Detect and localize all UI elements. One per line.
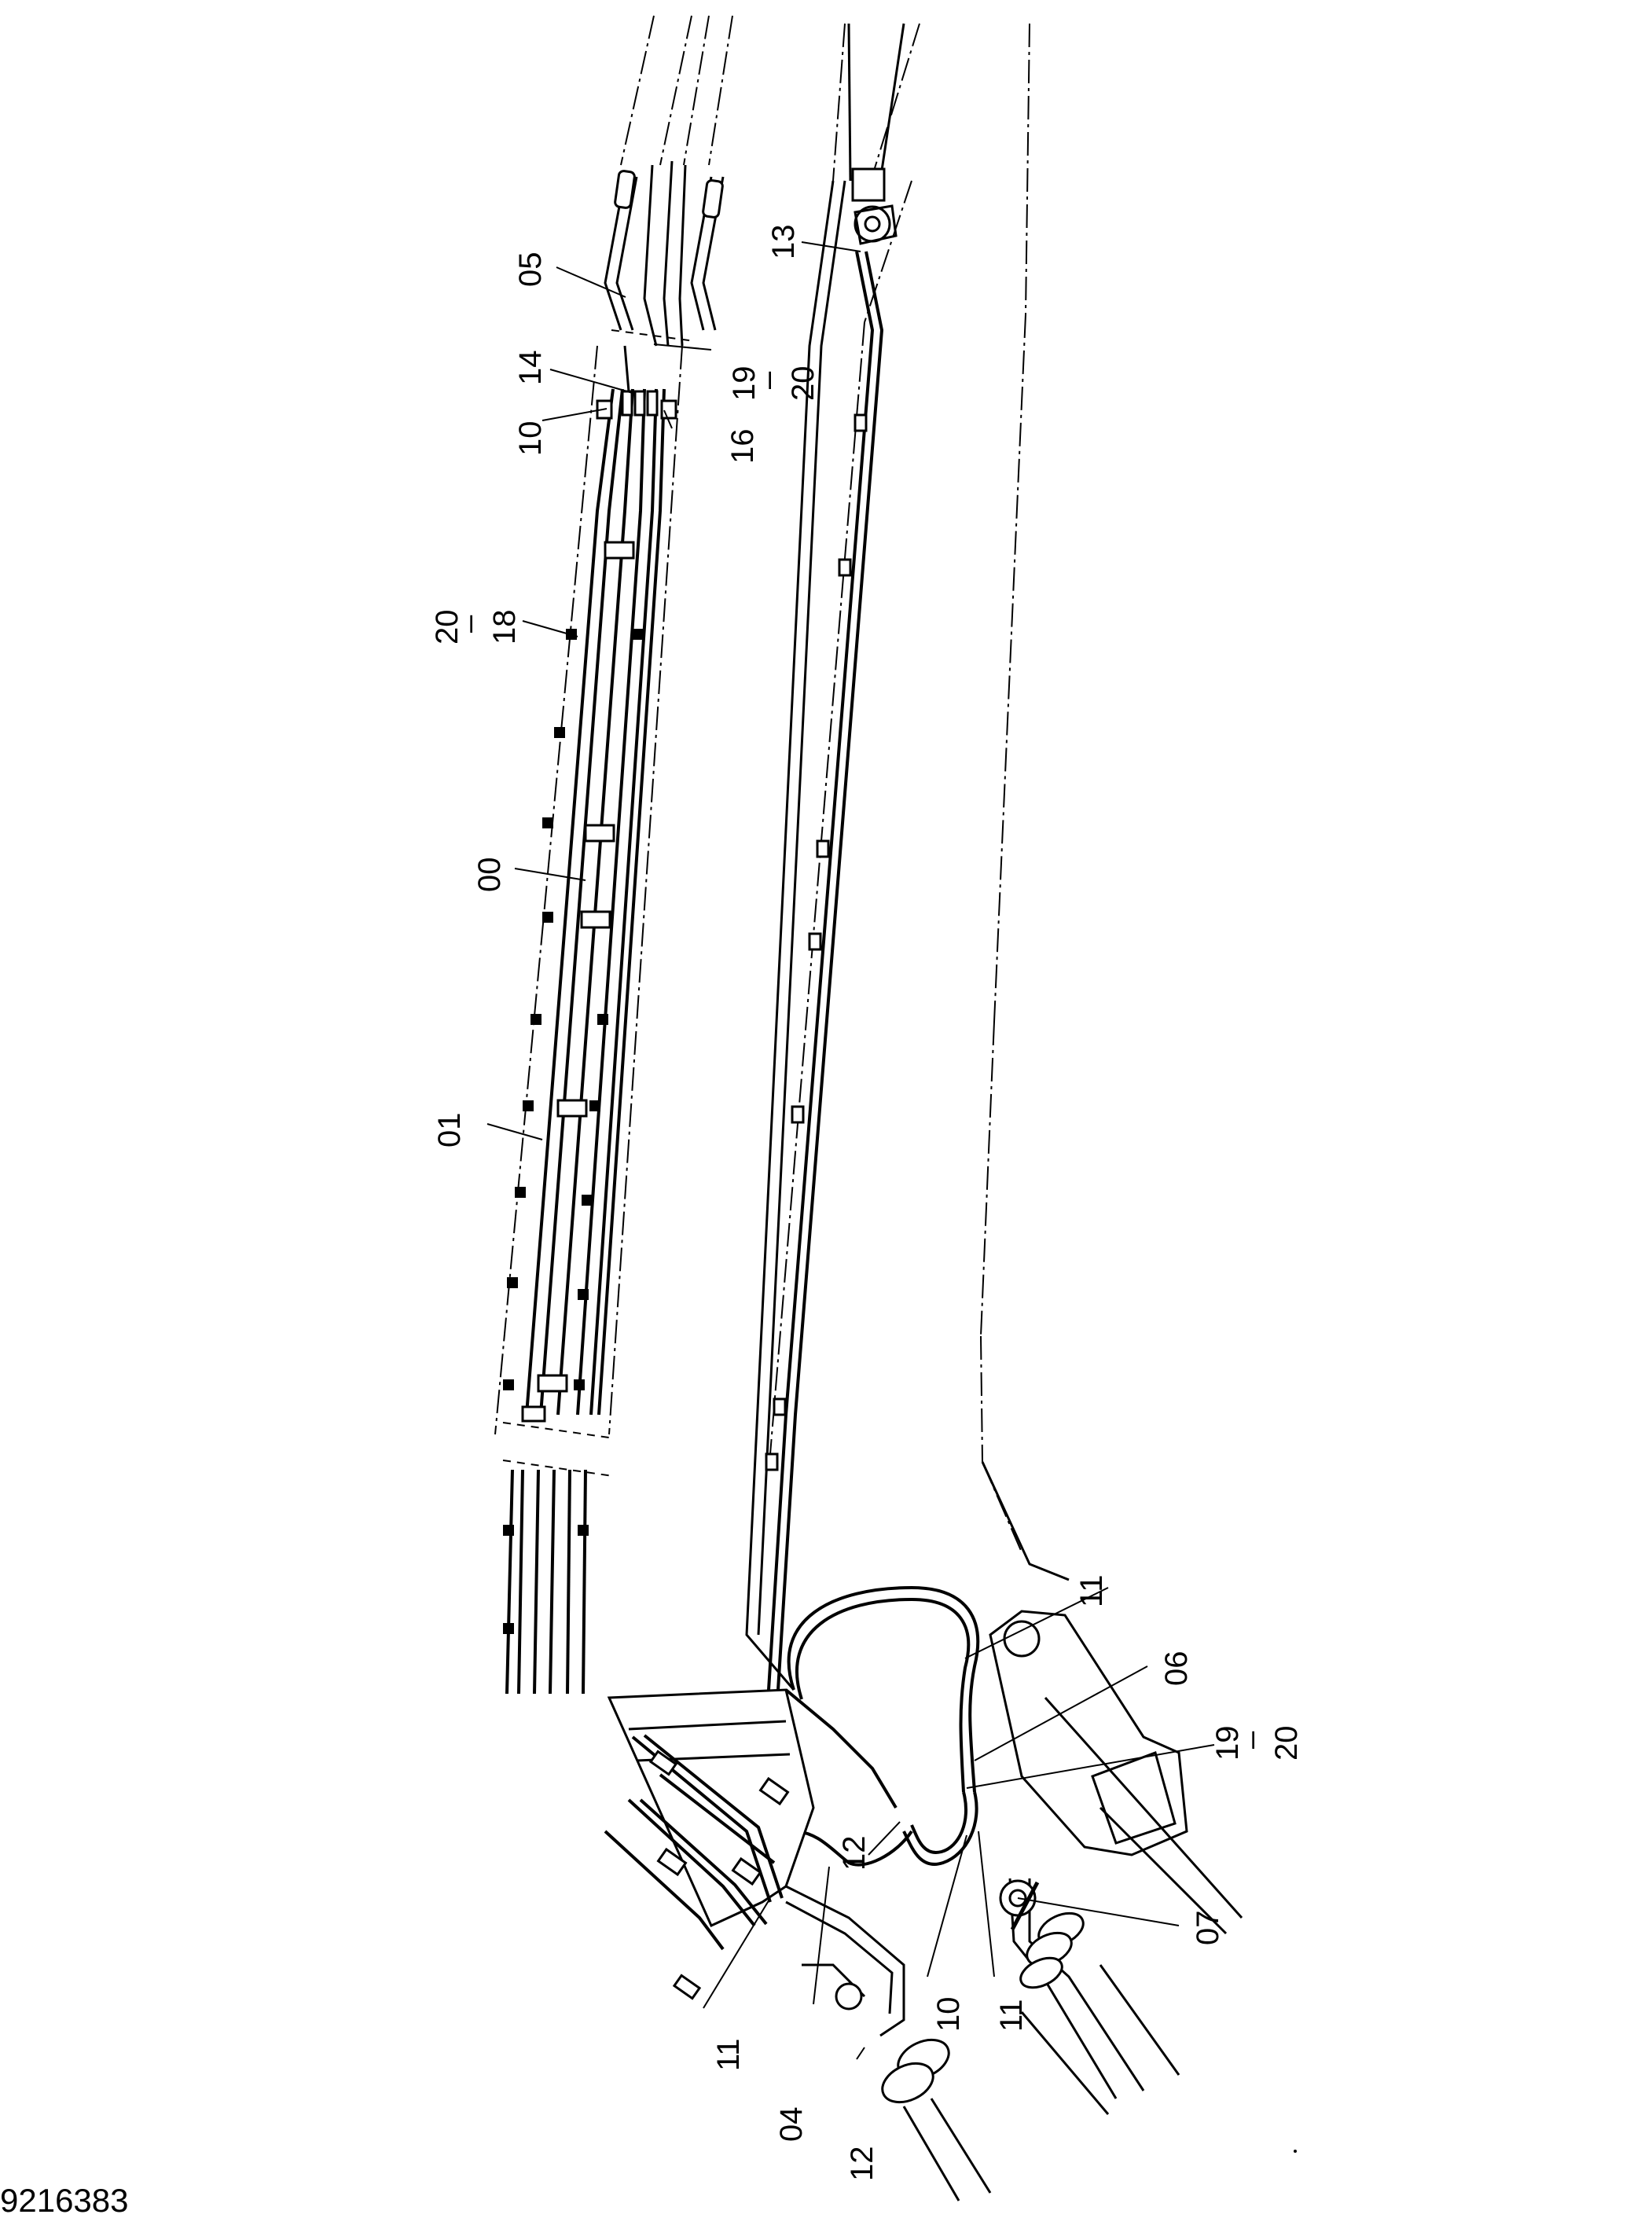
callout-07: 07: [1191, 1911, 1225, 1946]
main-boom-pipe: [767, 251, 884, 1691]
upper-bundle-clamps: [503, 629, 644, 1634]
callout-05: 05: [513, 252, 548, 288]
callout-12-upper: 12: [837, 1836, 872, 1871]
callout-06: 06: [1159, 1651, 1194, 1687]
leader-lines: [486, 241, 1215, 2060]
callout-20-lower: 20: [1269, 1726, 1304, 1761]
callout-18: 18: [487, 610, 522, 645]
upper-fittings: [596, 345, 677, 420]
callout-20-left: 20: [430, 610, 464, 645]
callout-12-lower: 12: [845, 2146, 879, 2182]
document-number: 9216383: [0, 2182, 129, 2219]
lower-left-cylinder: [835, 1982, 992, 2201]
callout-10-upper: 10: [513, 421, 548, 457]
upper-arm-break-lines: [502, 329, 696, 1477]
callout-range-dash-lower: –: [1234, 1731, 1268, 1749]
callout-range-dash-left: –: [452, 615, 486, 633]
lower-right-cylinder-rings: [1019, 1911, 1085, 1989]
callout-20-upper: 20: [786, 366, 820, 402]
callout-00: 00: [472, 857, 507, 893]
upper-cylinder-ends: [614, 170, 724, 218]
callout-14: 14: [513, 351, 548, 386]
callout-labels: 05 14 10 19 – 20 16 20 – 18 00 01 13 11 …: [430, 225, 1304, 2182]
callout-04: 04: [774, 2107, 809, 2143]
boom-foot-structure: [989, 1610, 1188, 1856]
main-boom-outline: [769, 23, 1030, 1553]
valve-block-fittings: [648, 1750, 790, 2000]
lower-right-cylinder: [999, 1878, 1145, 2099]
boom-top-pin: [854, 204, 898, 245]
callout-19-upper: 19: [727, 366, 762, 402]
callout-16: 16: [725, 429, 760, 465]
boom-foot-frame-lines: [1020, 1697, 1243, 2115]
callout-11-lower-left: 11: [711, 2038, 746, 2071]
lower-hose-run: [784, 1688, 978, 1867]
valve-block: [607, 1688, 815, 1927]
callout-13: 13: [766, 225, 801, 260]
callout-01: 01: [432, 1113, 467, 1148]
main-boom-pipe-clamps: [765, 413, 868, 1471]
callout-19-lower: 19: [1210, 1726, 1245, 1761]
callout-range-dash-upper: –: [751, 371, 785, 389]
upper-hose-bundle: [525, 388, 666, 1416]
upper-hose-bundle-lower: [505, 1469, 587, 1695]
upper-arm-outline: [494, 15, 733, 1435]
boom-foot-hose-loop: [787, 1585, 980, 1793]
main-boom-lower-outline: [745, 180, 1070, 1691]
upper-bundle-blocks: [521, 541, 635, 1423]
callout-11-lower-right: 11: [994, 1999, 1029, 2032]
callout-11-right: 11: [1074, 1574, 1109, 1607]
callout-10-lower: 10: [931, 1997, 966, 2033]
boom-top-cylinder: [847, 23, 905, 202]
stray-dot: [1294, 2150, 1297, 2153]
lower-left-bracket: [785, 1885, 905, 2037]
valve-block-tubes: [604, 1734, 784, 1951]
